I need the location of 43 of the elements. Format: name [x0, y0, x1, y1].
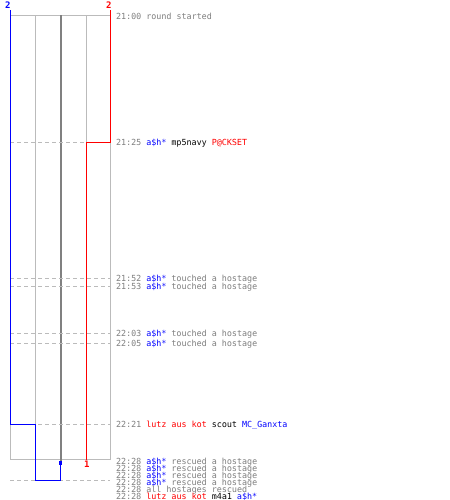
- event-text: rescued a hostage: [171, 457, 258, 465]
- player-count: 2: [106, 2, 112, 11]
- event-text: rescued a hostage: [171, 464, 258, 472]
- event-text: a$h*: [146, 457, 166, 465]
- timestamp: 22:03: [116, 329, 142, 337]
- event-text: a$h*: [146, 339, 166, 347]
- event-text: a$h*: [146, 464, 166, 472]
- timestamp: 21:25: [116, 138, 142, 146]
- event-text: touched a hostage: [171, 274, 258, 282]
- event-text: round started: [146, 12, 212, 20]
- event-text: scout: [212, 420, 237, 428]
- event-text: rescued a hostage: [171, 478, 258, 486]
- event-text: touched a hostage: [171, 329, 258, 337]
- timestamp: 22:28: [116, 471, 142, 479]
- timestamp: 22:28: [116, 457, 142, 465]
- event-text: a$h*: [146, 274, 166, 282]
- timestamp: 21:52: [116, 274, 142, 282]
- event-text: rescued a hostage: [171, 471, 258, 479]
- event-text: touched a hostage: [171, 282, 258, 290]
- event-text: mp5navy: [171, 138, 207, 146]
- timestamp: 21:53: [116, 282, 142, 290]
- event-text: a$h*: [146, 329, 166, 337]
- timestamp: 22:28: [116, 464, 142, 472]
- event-text: touched a hostage: [171, 339, 258, 347]
- player-count: 2: [5, 2, 10, 11]
- player-count: 1: [84, 461, 90, 470]
- event-text: a$h*: [236, 492, 258, 500]
- event-text: a$h*: [146, 282, 166, 290]
- event-text: P@CKSET: [212, 138, 247, 146]
- timestamp: 22:28: [116, 485, 142, 493]
- timestamp: 22:28: [116, 478, 142, 486]
- timestamp: 22:05: [116, 339, 142, 347]
- timestamp: 22:21: [116, 420, 142, 428]
- event-text: a$h*: [146, 478, 166, 486]
- event-text: MC_Ganxta: [242, 420, 288, 428]
- event-text: a$h*: [146, 471, 166, 479]
- timestamp: 21:00: [116, 12, 142, 20]
- event-text: m4a1: [212, 492, 232, 500]
- event-text: lutz aus kot: [146, 492, 207, 500]
- event-text: a$h*: [146, 138, 166, 146]
- timestamp: 22:28: [116, 492, 142, 500]
- event-text: all hostages rescued: [146, 485, 248, 493]
- event-text: lutz aus kot: [146, 420, 207, 428]
